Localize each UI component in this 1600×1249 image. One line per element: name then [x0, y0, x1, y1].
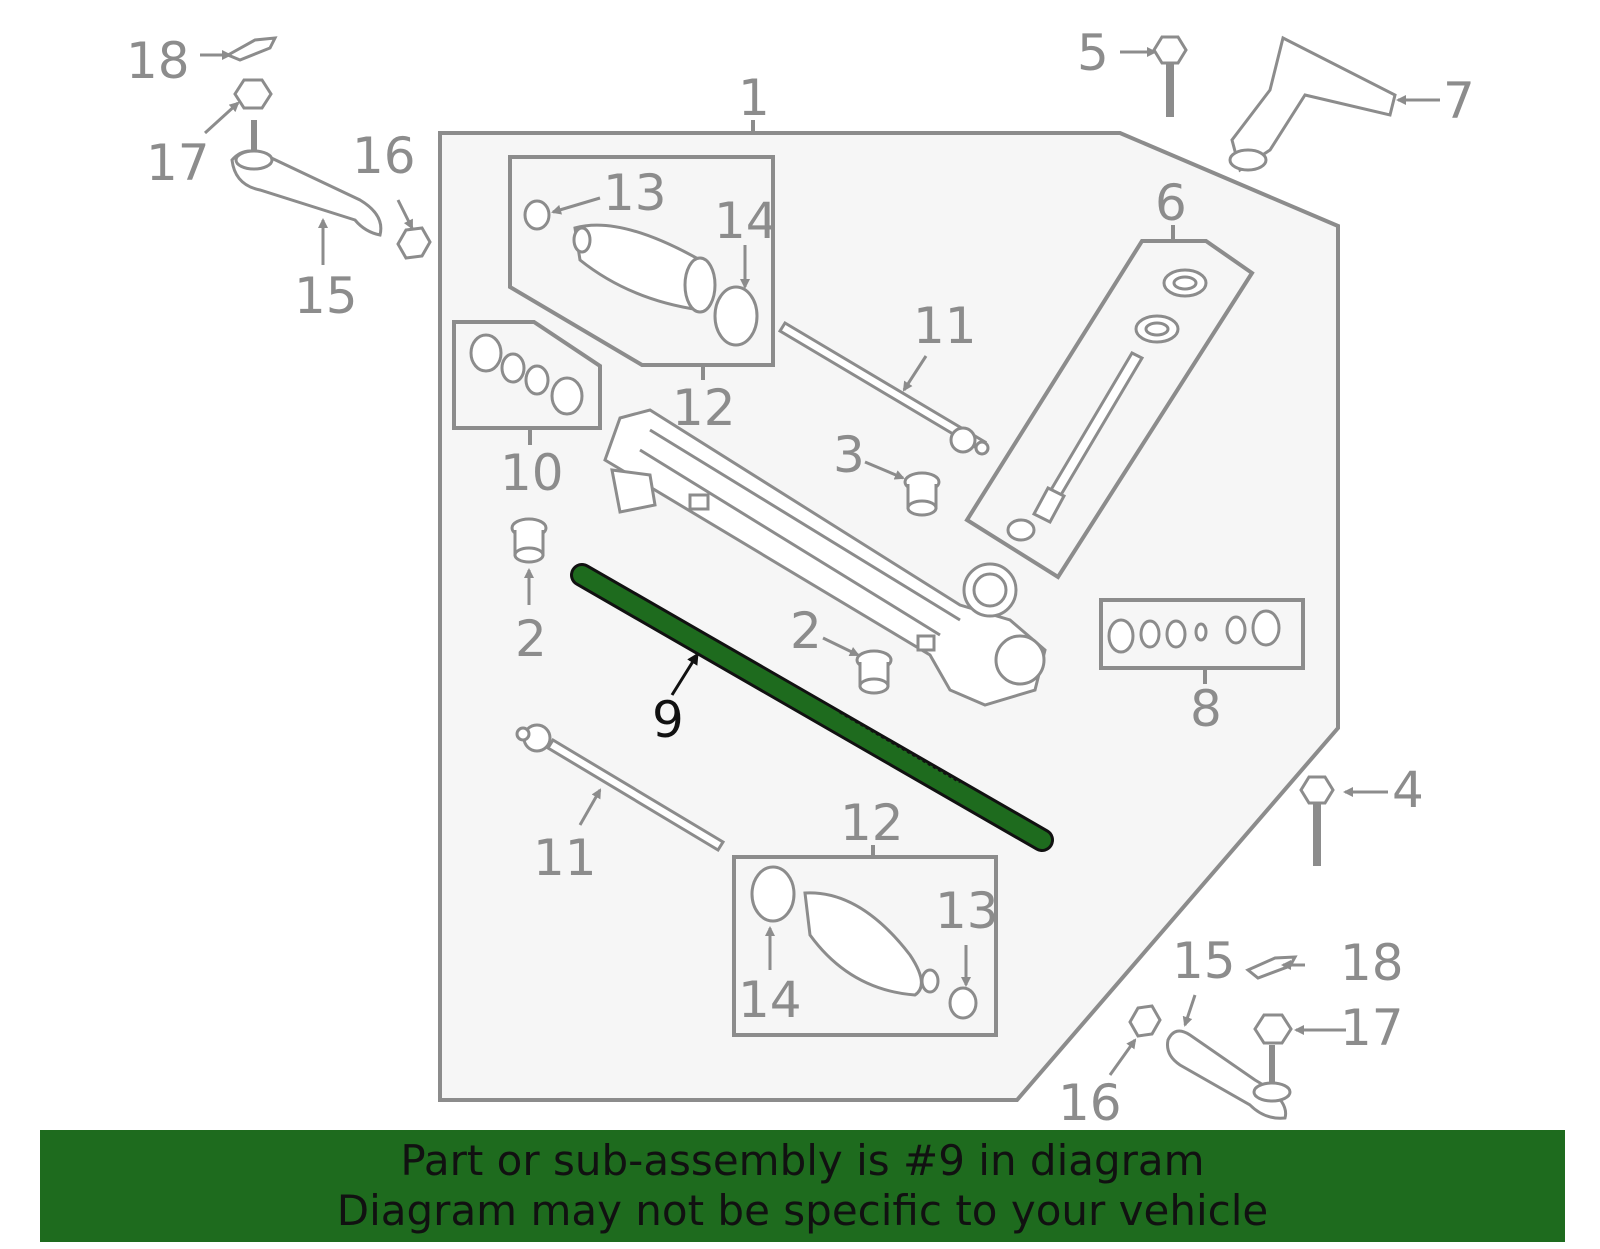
- callout-14[interactable]: 14: [738, 971, 802, 1029]
- callout-13[interactable]: 13: [935, 882, 999, 940]
- inner-tie-rod-icon: [515, 723, 726, 853]
- boot-kit-icon: [750, 865, 978, 1020]
- callout-6[interactable]: 6: [1155, 174, 1187, 232]
- callout-11[interactable]: 11: [533, 829, 597, 887]
- callout-10[interactable]: 10: [500, 444, 564, 502]
- boot-kit-icon: [523, 199, 759, 347]
- seal-kit-box-8: [1099, 598, 1305, 684]
- callout-labels: 1 2 2 3 4 5 6 7 8 9 10 11 11 12 12 13 13…: [126, 24, 1475, 1132]
- cotter-pin-icon: [224, 36, 278, 62]
- banner-line-disclaimer: Diagram may not be specific to your vehi…: [336, 1186, 1269, 1235]
- steering-rack-highlight[interactable]: [570, 563, 1054, 852]
- cover-icon: [1228, 35, 1397, 173]
- leader-lines: [200, 47, 1440, 1076]
- callout-1[interactable]: 1: [738, 69, 770, 127]
- boot-kit-box-lower: [732, 845, 998, 1037]
- pinion-shaft-icon: [1006, 268, 1208, 542]
- banner-line-part: Part or sub-assembly is #9 in diagram: [400, 1136, 1205, 1185]
- callout-12[interactable]: 12: [672, 379, 736, 437]
- tie-rod-end-icon: [1166, 1029, 1292, 1120]
- callout-17[interactable]: 17: [146, 134, 210, 192]
- callout-3[interactable]: 3: [833, 426, 865, 484]
- callout-8[interactable]: 8: [1190, 680, 1222, 738]
- callout-7[interactable]: 7: [1443, 72, 1475, 130]
- bolt-icon: [1299, 775, 1335, 866]
- callout-9[interactable]: 9: [652, 691, 684, 749]
- rack-housing-icon: [603, 408, 1047, 707]
- callout-13[interactable]: 13: [603, 164, 667, 222]
- cotter-pin-icon: [1245, 955, 1298, 980]
- callout-2[interactable]: 2: [790, 602, 822, 660]
- nut-icon: [1128, 1004, 1293, 1045]
- callout-18[interactable]: 18: [1340, 934, 1404, 992]
- callout-14[interactable]: 14: [714, 192, 778, 250]
- callout-17[interactable]: 17: [1340, 999, 1404, 1057]
- callout-16[interactable]: 16: [352, 127, 416, 185]
- pinion-box-6: [964, 225, 1255, 580]
- callout-18[interactable]: 18: [126, 32, 190, 90]
- seal-kit-icon: [1107, 609, 1281, 654]
- callout-11[interactable]: 11: [913, 297, 977, 355]
- callout-5[interactable]: 5: [1077, 24, 1109, 82]
- bushing-icon: [510, 517, 548, 564]
- leader-line-9: [670, 652, 699, 696]
- info-banner: Part or sub-assembly is #9 in diagram Di…: [40, 1130, 1565, 1242]
- seal-kit-icon: [469, 333, 584, 416]
- bolt-icon: [1152, 35, 1188, 117]
- boot-kit-box-upper: [508, 155, 775, 380]
- inner-tie-rod-icon: [777, 320, 990, 456]
- callout-12[interactable]: 12: [840, 794, 904, 852]
- callout-15[interactable]: 15: [1172, 932, 1236, 990]
- bushing-icon: [903, 471, 941, 517]
- callout-2[interactable]: 2: [515, 610, 547, 668]
- callout-4[interactable]: 4: [1392, 761, 1424, 819]
- bushing-icon: [855, 649, 893, 695]
- nut-icon: [233, 78, 432, 260]
- seal-kit-box-10: [452, 320, 602, 445]
- tie-rod-end-icon: [230, 120, 383, 237]
- callout-16[interactable]: 16: [1058, 1074, 1122, 1132]
- callout-15[interactable]: 15: [294, 267, 358, 325]
